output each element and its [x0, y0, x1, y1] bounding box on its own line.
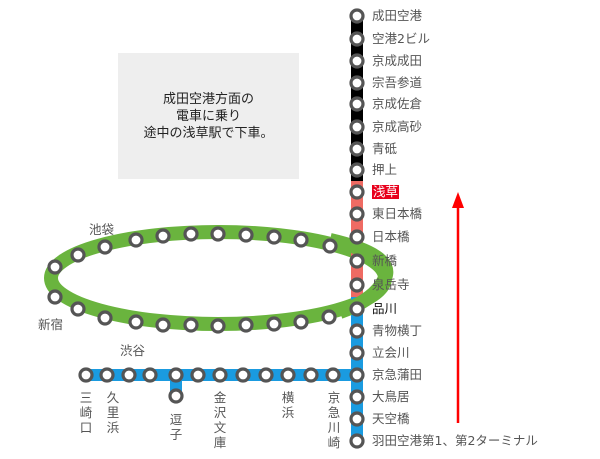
direction-arrow-icon — [452, 192, 464, 208]
station-shibuya: 渋谷 — [120, 343, 146, 358]
station-aoto: 青砥 — [372, 141, 398, 156]
station-kanazawa-bunko: 金沢文庫 — [213, 390, 227, 450]
station-nihombashi: 日本橋 — [372, 229, 410, 244]
station-yokohama: 横浜 — [281, 390, 295, 420]
station-keisei-narita: 京成成田 — [372, 53, 423, 68]
station-ikebukuro: 池袋 — [89, 222, 115, 237]
station-oshiage: 押上 — [372, 162, 398, 177]
station-sengakuji: 泉岳寺 — [372, 277, 410, 292]
station-otorii: 大鳥居 — [372, 389, 410, 404]
station-asakusa-highlighted: 浅草 — [372, 184, 400, 199]
station-tachiaigawa: 立会川 — [372, 345, 410, 360]
station-keisei-takasago: 京成高砂 — [372, 119, 423, 134]
station-narita-airport: 成田空港 — [372, 8, 423, 23]
station-aomono-yokocho: 青物横丁 — [372, 323, 423, 338]
instruction-note: 成田空港方面の 電車に乗り 途中の浅草駅で下車。 — [118, 53, 299, 179]
note-line-2: 電車に乗り — [175, 108, 241, 124]
station-keikyu-kamata: 京急蒲田 — [372, 367, 423, 382]
station-airport-terminal-2: 空港2ビル — [372, 31, 430, 46]
station-tenkubashi: 天空橋 — [372, 411, 410, 426]
station-haneda-airport: 羽田空港第1、第2ターミナル — [372, 433, 538, 448]
station-shinagawa: 品川 — [372, 301, 398, 316]
station-higashi-nihombashi: 東日本橋 — [372, 206, 423, 221]
note-line-1: 成田空港方面の — [162, 91, 254, 107]
station-misakiguchi: 三崎口 — [79, 390, 93, 435]
station-kurihama: 久里浜 — [106, 390, 120, 435]
station-zushi: 逗子 — [169, 412, 183, 442]
station-shinjuku: 新宿 — [38, 317, 64, 332]
station-shimbashi: 新橋 — [372, 253, 398, 268]
station-keisei-sakura: 京成佐倉 — [372, 96, 423, 111]
station-keikyu-kawasaki: 京急川崎 — [327, 390, 341, 450]
note-line-3: 途中の浅草駅で下車。 — [143, 125, 274, 141]
station-sogosando: 宗吾参道 — [372, 75, 423, 90]
